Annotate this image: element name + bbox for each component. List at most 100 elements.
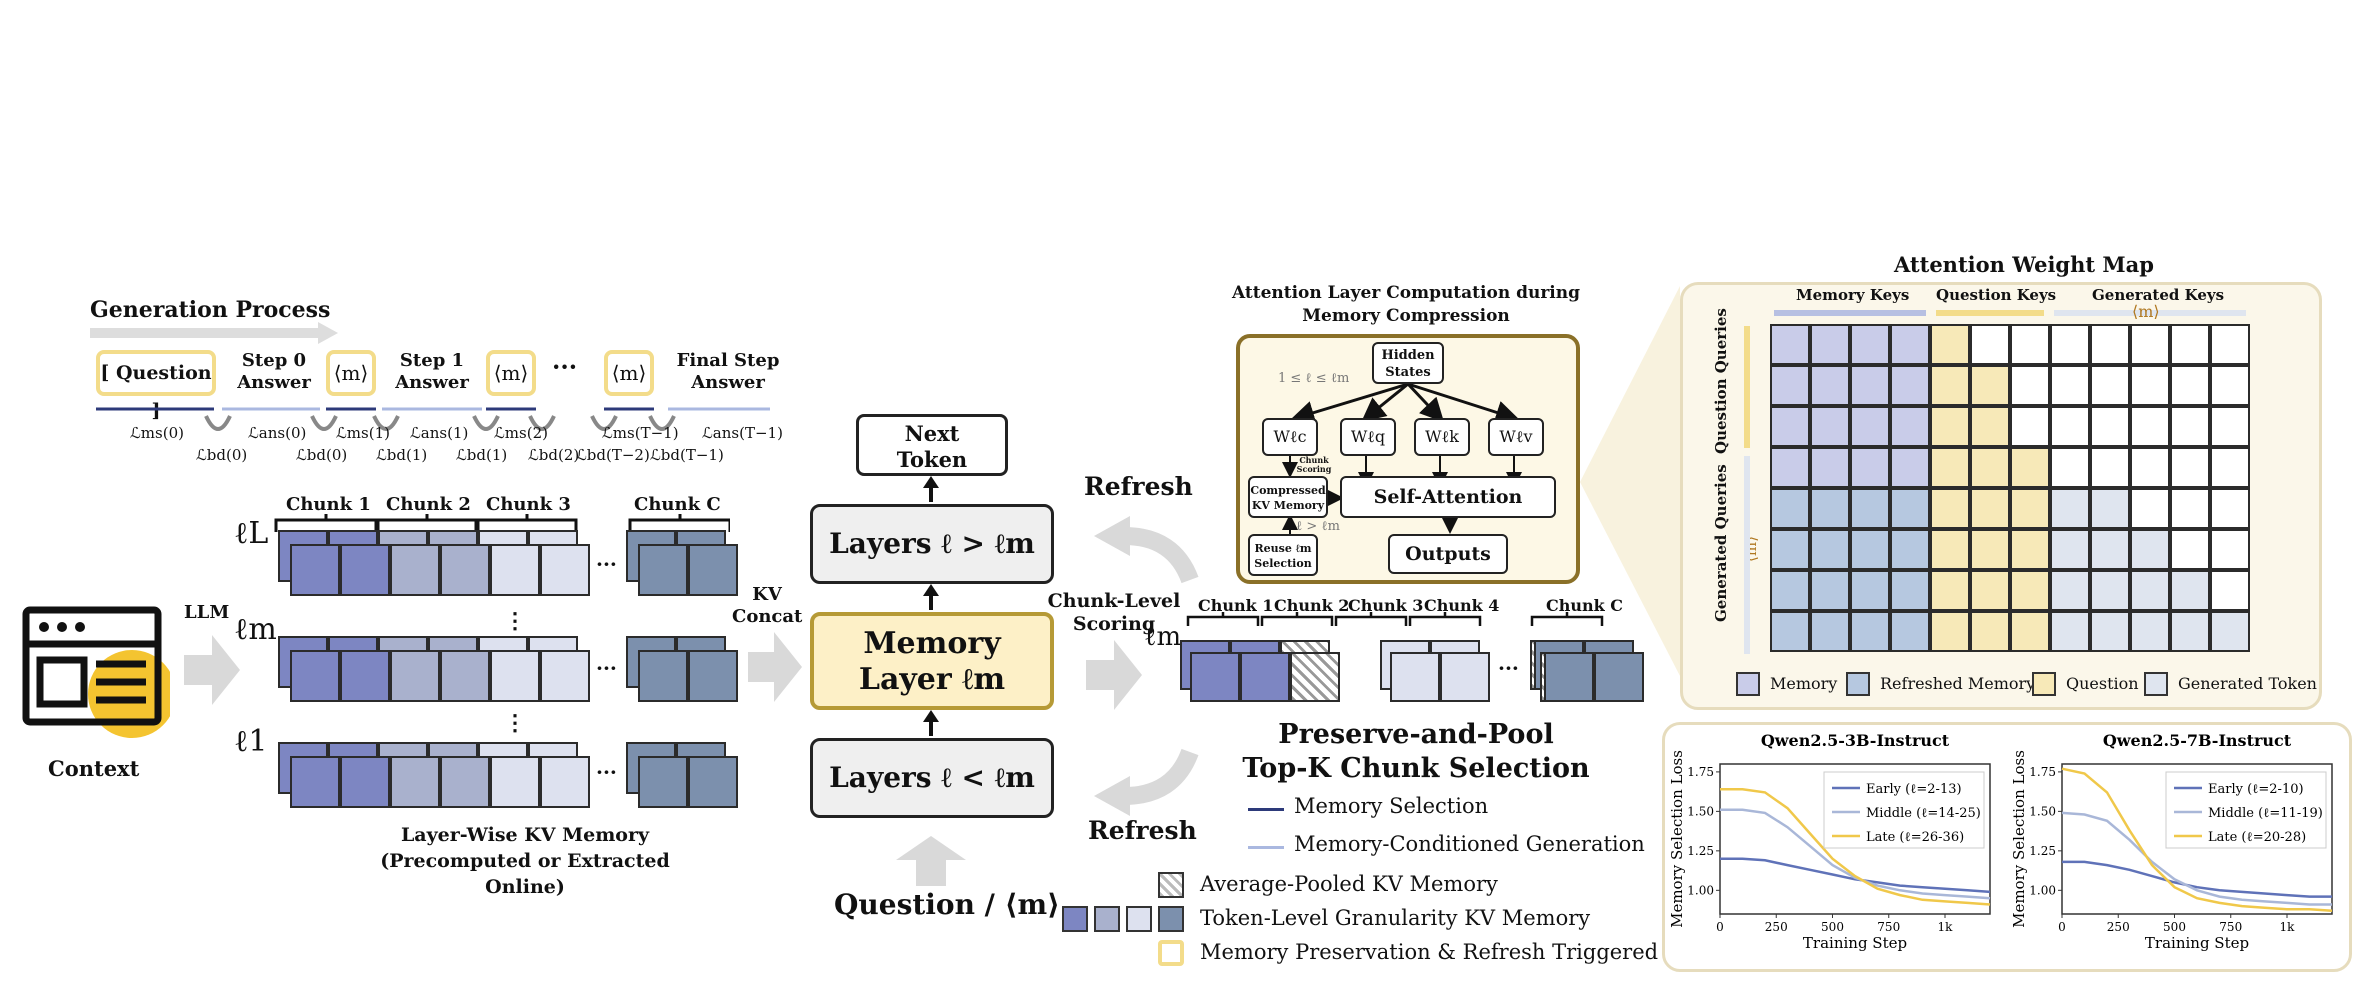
x-tick-label: 0 (1716, 920, 1724, 934)
sel-chunk3-label: Chunk 3 (1348, 596, 1424, 615)
kv-token-cell (490, 544, 540, 596)
kv-vdots-1: ⋮ (504, 608, 526, 634)
map-mem-keys: Memory Keys (1796, 286, 1910, 304)
attention-cell (2170, 611, 2210, 652)
map-legend-ref-swatch (1846, 672, 1870, 696)
map-gen-keys: Generated Keys (2092, 286, 2225, 304)
attention-cell (1970, 447, 2010, 488)
map-q-queries-bar (1744, 326, 1750, 448)
attn-layer-range: 1 ≤ ℓ ≤ ℓm (1278, 371, 1350, 386)
legend-mem-sel: Memory Selection (1294, 794, 1489, 818)
arrow-to-next-head (923, 476, 939, 488)
map-legend-q: Question (2066, 674, 2139, 693)
attention-cell (1810, 611, 1850, 652)
attention-cell (1930, 324, 1970, 365)
gen-title: Generation Process (90, 297, 331, 323)
chart-title: Qwen2.5-7B-Instruct (2103, 731, 2292, 750)
llm-arrow (184, 635, 240, 705)
wv-box: Wℓv (1488, 418, 1544, 456)
attention-cell (2210, 406, 2250, 447)
attention-cell (2130, 365, 2170, 406)
kv-token-cell (340, 544, 390, 596)
legend-mem-cond: Memory-Conditioned Generation (1294, 832, 1645, 856)
selected-chunk-cell (1290, 652, 1340, 702)
attention-cell (2010, 488, 2050, 529)
gen-arrow (90, 328, 320, 338)
attention-cell (1930, 447, 1970, 488)
attention-cell (2210, 488, 2250, 529)
attention-cell (2090, 406, 2130, 447)
self-attention-box: Self-Attention (1340, 476, 1556, 518)
attention-cell (1890, 406, 1930, 447)
x-tick-label: 250 (2107, 920, 2130, 934)
attention-cell (1930, 611, 1970, 652)
refresh-bottom-label: Refresh (1088, 816, 1197, 845)
wc-box: Wℓc (1262, 418, 1318, 456)
attention-cell (1890, 447, 1930, 488)
attention-cell (1810, 406, 1850, 447)
legend-avg-pool-swatch (1158, 872, 1184, 898)
map-m-top: ⟨m⟩ (2132, 302, 2160, 321)
attention-cell (2050, 365, 2090, 406)
kv-vdots-2: ⋮ (504, 710, 526, 736)
attention-cell (1810, 529, 1850, 570)
kv-token-cell (290, 544, 340, 596)
kv-token-cell (290, 756, 340, 808)
gen-underlines (96, 407, 770, 431)
attention-cell (1890, 365, 1930, 406)
map-title: Attention Weight Map (1894, 252, 2154, 277)
kv-hdots-1: ··· (596, 552, 617, 576)
attention-cell (1770, 447, 1810, 488)
kv-hdots-2: ··· (596, 656, 617, 680)
layer-label-L: ℓL (234, 516, 269, 551)
attention-cell (1970, 570, 2010, 611)
attention-cell (2050, 488, 2090, 529)
wq-box: Wℓq (1340, 418, 1396, 456)
kv-token-cell (490, 650, 540, 702)
legend-label: Early (ℓ=2-13) (1866, 782, 1962, 797)
loss-ans1: ℒans(1) (410, 424, 469, 442)
attention-cell (2130, 324, 2170, 365)
kv-token-cell (540, 650, 590, 702)
legend-mem-cond-line (1248, 846, 1284, 849)
attention-cell (1770, 324, 1810, 365)
kv-token-cell (638, 650, 688, 702)
legend-label: Early (ℓ=2-10) (2208, 782, 2304, 797)
kv-token-cell (440, 544, 490, 596)
kv-token-cell (688, 650, 738, 702)
kv-token-cell (340, 756, 390, 808)
sel-chunk4-label: Chunk 4 (1424, 596, 1500, 615)
series-line (1720, 788, 1991, 906)
attention-cell (2050, 529, 2090, 570)
attention-cell (2130, 529, 2170, 570)
legend-preserve: Memory Preservation & Refresh Triggered (1200, 940, 1659, 964)
loss-msT: ℒms(T−1) (602, 424, 679, 442)
x-tick-label: 0 (2058, 920, 2066, 934)
attention-cell (1970, 324, 2010, 365)
map-legend-ref: Refreshed Memory (1880, 674, 2036, 693)
loss-bd1b: ℒbd(1) (456, 446, 508, 464)
map-q-keys: Question Keys (1936, 286, 2057, 304)
attention-cell (1890, 324, 1930, 365)
attention-cell (2170, 447, 2210, 488)
y-tick-label: 1.00 (1687, 883, 1714, 897)
attention-cell (1850, 365, 1890, 406)
attention-cell (1770, 570, 1810, 611)
y-tick-label: 1.50 (2029, 804, 2056, 818)
attention-cell (2090, 447, 2130, 488)
legend-label: Late (ℓ=20-28) (2208, 830, 2306, 845)
sel-chunk2-label: Chunk 2 (1274, 596, 1350, 615)
selected-chunk-cell (1594, 652, 1644, 702)
map-legend-gen: Generated Token (2178, 674, 2317, 693)
kv-concat-arrow (748, 632, 802, 702)
x-tick-label: 1k (1938, 920, 1954, 934)
memory-token-2: ⟨m⟩ (486, 350, 536, 396)
loss-ms1: ℒms(1) (336, 424, 390, 442)
attention-cell (1890, 611, 1930, 652)
attention-cell (2050, 406, 2090, 447)
attention-cell (1770, 529, 1810, 570)
attention-cell (1810, 324, 1850, 365)
